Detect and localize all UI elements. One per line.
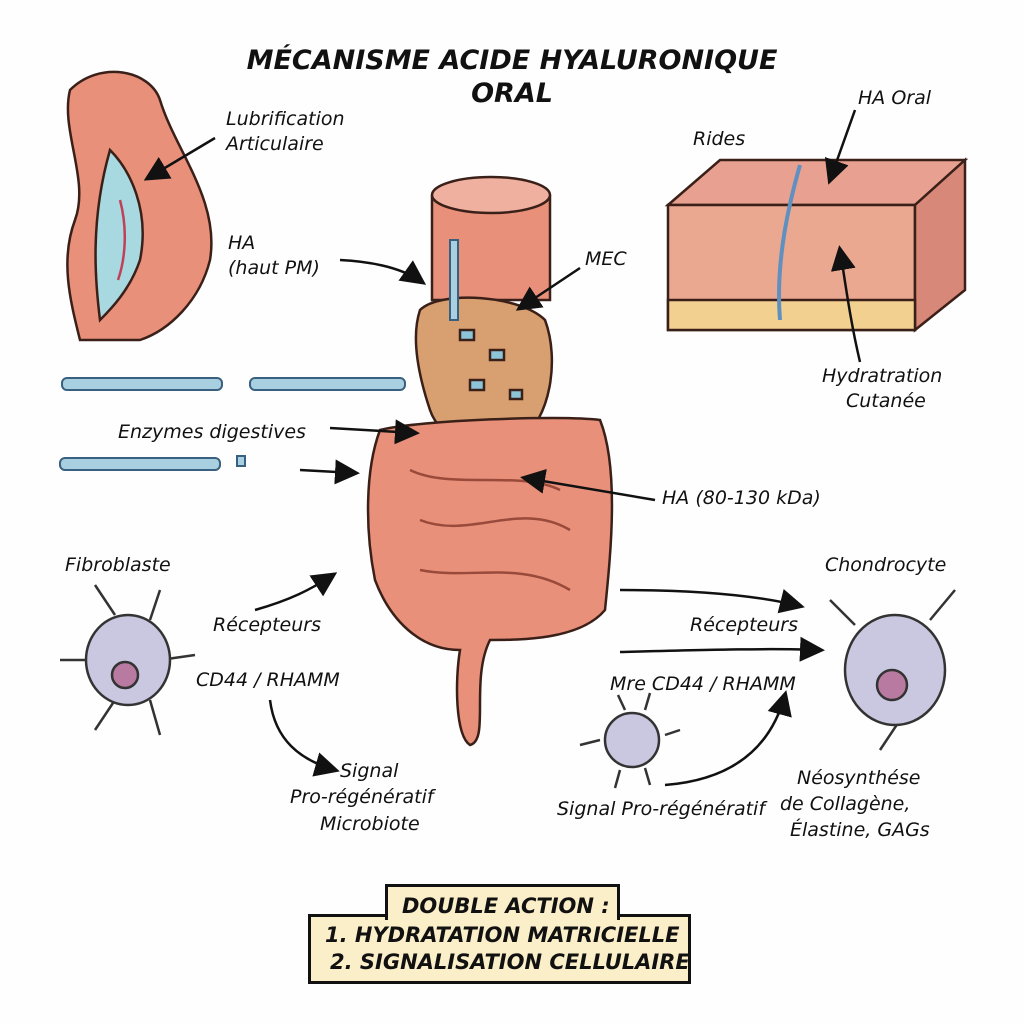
- label-right-receptors-1: Récepteurs: [690, 614, 798, 636]
- label-neo-1: Néosynthése: [797, 767, 921, 789]
- label-mec: MEC: [585, 248, 627, 270]
- summary-item-1: 1. HYDRATATION MATRICIELLE: [325, 923, 680, 947]
- intestines-illustration: [366, 416, 614, 747]
- summary-box-tab: [385, 884, 620, 920]
- label-fibroblaste: Fibroblaste: [65, 554, 171, 576]
- title-line-2: ORAL: [471, 78, 553, 109]
- esophagus-illustration: [430, 175, 552, 302]
- chondrocyte-cell-icon: [829, 589, 956, 751]
- label-left-signal-2: Pro-régénératif: [290, 786, 434, 808]
- label-joint-1: Lubrification: [226, 108, 345, 130]
- label-ha-high-2: (haut PM): [228, 257, 320, 279]
- small-cell-icon: [579, 692, 681, 789]
- ha-chains: [59, 239, 459, 471]
- label-left-receptors-1: Récepteurs: [213, 614, 321, 636]
- label-enzymes: Enzymes digestives: [118, 421, 306, 443]
- label-ha-high-1: HA: [228, 232, 256, 254]
- arrows: [143, 109, 862, 787]
- summary-item-2: 2. SIGNALISATION CELLULAIRE: [330, 950, 690, 974]
- title-line-1: MÉCANISME ACIDE HYALURONIQUE: [246, 45, 778, 76]
- label-neo-3: Élastine, GAGs: [790, 819, 930, 841]
- label-ha-fragment: HA (80-130 kDa): [662, 487, 821, 509]
- label-neo-2: de Collagène,: [780, 793, 911, 815]
- label-skin-1: Hydratration: [822, 365, 943, 387]
- label-left-signal-3: Microbiote: [320, 813, 420, 835]
- fibroblast-cell-icon: [60, 584, 196, 736]
- label-joint-2: Articulaire: [226, 133, 324, 155]
- label-left-receptors-2: CD44 / RHAMM: [196, 669, 340, 691]
- label-right-receptors-2: Mre CD44 / RHAMM: [610, 673, 796, 695]
- label-ha-oral: HA Oral: [858, 87, 932, 109]
- stomach-illustration: [414, 296, 554, 448]
- label-chondrocyte: Chondrocyte: [825, 554, 947, 576]
- label-rides: Rides: [693, 128, 746, 150]
- label-skin-2: Cutanée: [846, 390, 926, 412]
- label-left-signal-1: Signal: [340, 760, 399, 782]
- joint-illustration: [66, 70, 213, 342]
- label-right-signal: Signal Pro-régénératif: [557, 798, 766, 820]
- skin-block-illustration: [664, 157, 969, 333]
- summary-heading: DOUBLE ACTION :: [402, 894, 610, 918]
